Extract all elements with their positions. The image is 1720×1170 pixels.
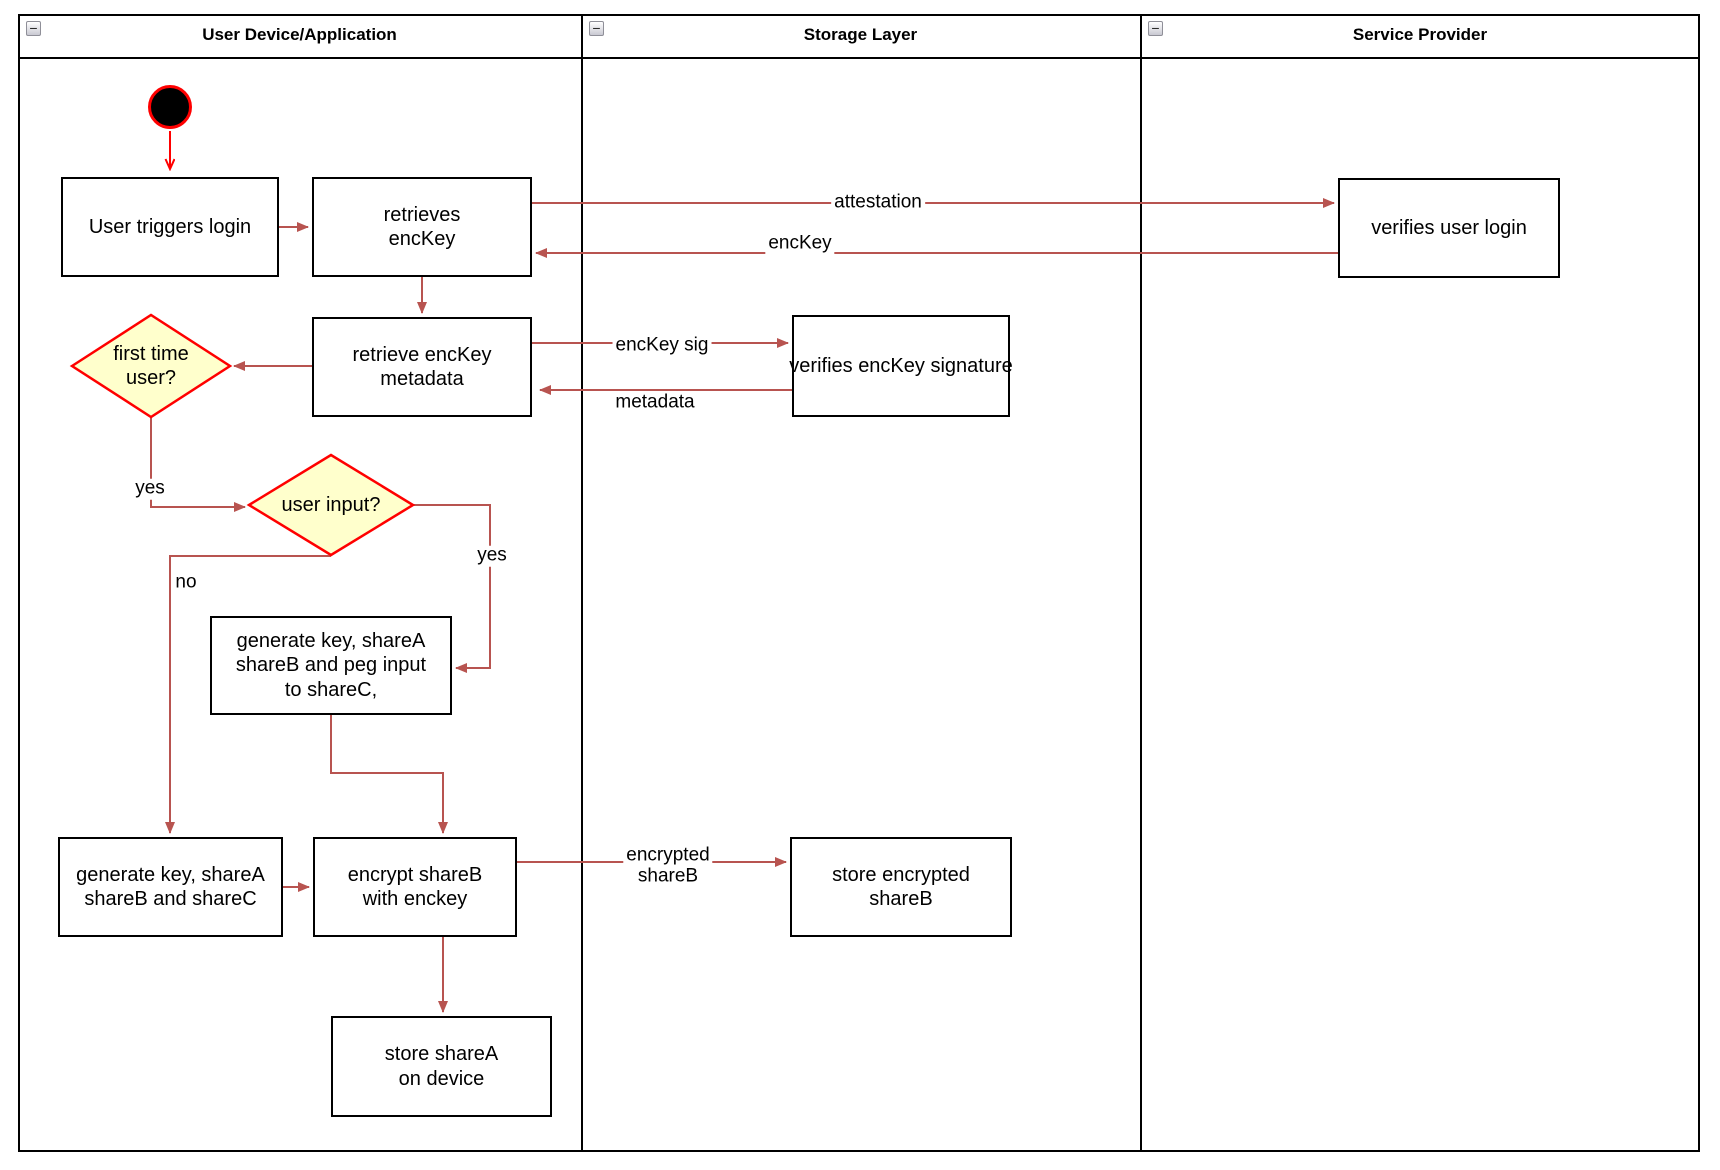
collapse-lane-icon[interactable]: − — [26, 21, 41, 36]
lane-divider — [581, 16, 583, 1150]
lane-title-storage-layer[interactable]: Storage Layer — [803, 25, 918, 44]
node-store-encrypted-shareb[interactable]: store encrypted shareB — [790, 837, 1012, 937]
node-verifies-user-login[interactable]: verifies user login — [1338, 178, 1560, 278]
node-verifies-enckey-signature[interactable]: verifies encKey signature — [789, 315, 1013, 417]
decision-label-first-time-user-decision: first time user? — [113, 343, 189, 389]
node-retrieves-enckey[interactable]: retrieves encKey — [312, 177, 532, 277]
edge-label-attestation: attestation — [831, 192, 925, 214]
edge-label-enckey: encKey — [765, 233, 835, 255]
lane-title-user-device-application[interactable]: User Device/Application — [202, 25, 397, 44]
collapse-lane-icon[interactable]: − — [589, 21, 604, 36]
edge-first-time-yes[interactable] — [150, 417, 246, 512]
decision-first-time-user-decision[interactable] — [69, 313, 233, 419]
edge-label-yes: yes — [474, 545, 510, 567]
edge-label-enckey-sig: encKey sig — [612, 335, 712, 357]
lane-header-divider — [20, 57, 1698, 59]
lane-divider — [1140, 16, 1142, 1150]
swimlane-pool — [18, 14, 1700, 1152]
start-node[interactable] — [148, 85, 192, 129]
edge-label-metadata: metadata — [612, 392, 698, 414]
edge-user-input-yes[interactable] — [413, 504, 491, 673]
node-retrieve-enckey-metadata[interactable]: retrieve encKey metadata — [312, 317, 532, 417]
edge-user-input-no[interactable] — [165, 555, 331, 834]
edge-peg-input-to-encrypt[interactable] — [330, 715, 448, 834]
node-generate-key-peg-input[interactable]: generate key, shareA shareB and peg inpu… — [210, 616, 452, 715]
node-user-triggers-login[interactable]: User triggers login — [61, 177, 279, 277]
edge-label-no: no — [172, 572, 200, 594]
decision-user-input-decision[interactable] — [246, 453, 416, 557]
node-encrypt-shareb[interactable]: encrypt shareB with enckey — [313, 837, 517, 937]
edge-label-yes: yes — [132, 478, 168, 500]
collapse-lane-icon[interactable]: − — [1148, 21, 1163, 36]
node-generate-key-sharec[interactable]: generate key, shareA shareB and shareC — [58, 837, 283, 937]
decision-label-user-input-decision: user input? — [281, 494, 381, 516]
node-store-sharea-on-device[interactable]: store shareA on device — [331, 1016, 552, 1117]
edge-label-encrypted: encrypted shareB — [623, 845, 713, 887]
lane-title-service-provider[interactable]: Service Provider — [1352, 25, 1488, 44]
